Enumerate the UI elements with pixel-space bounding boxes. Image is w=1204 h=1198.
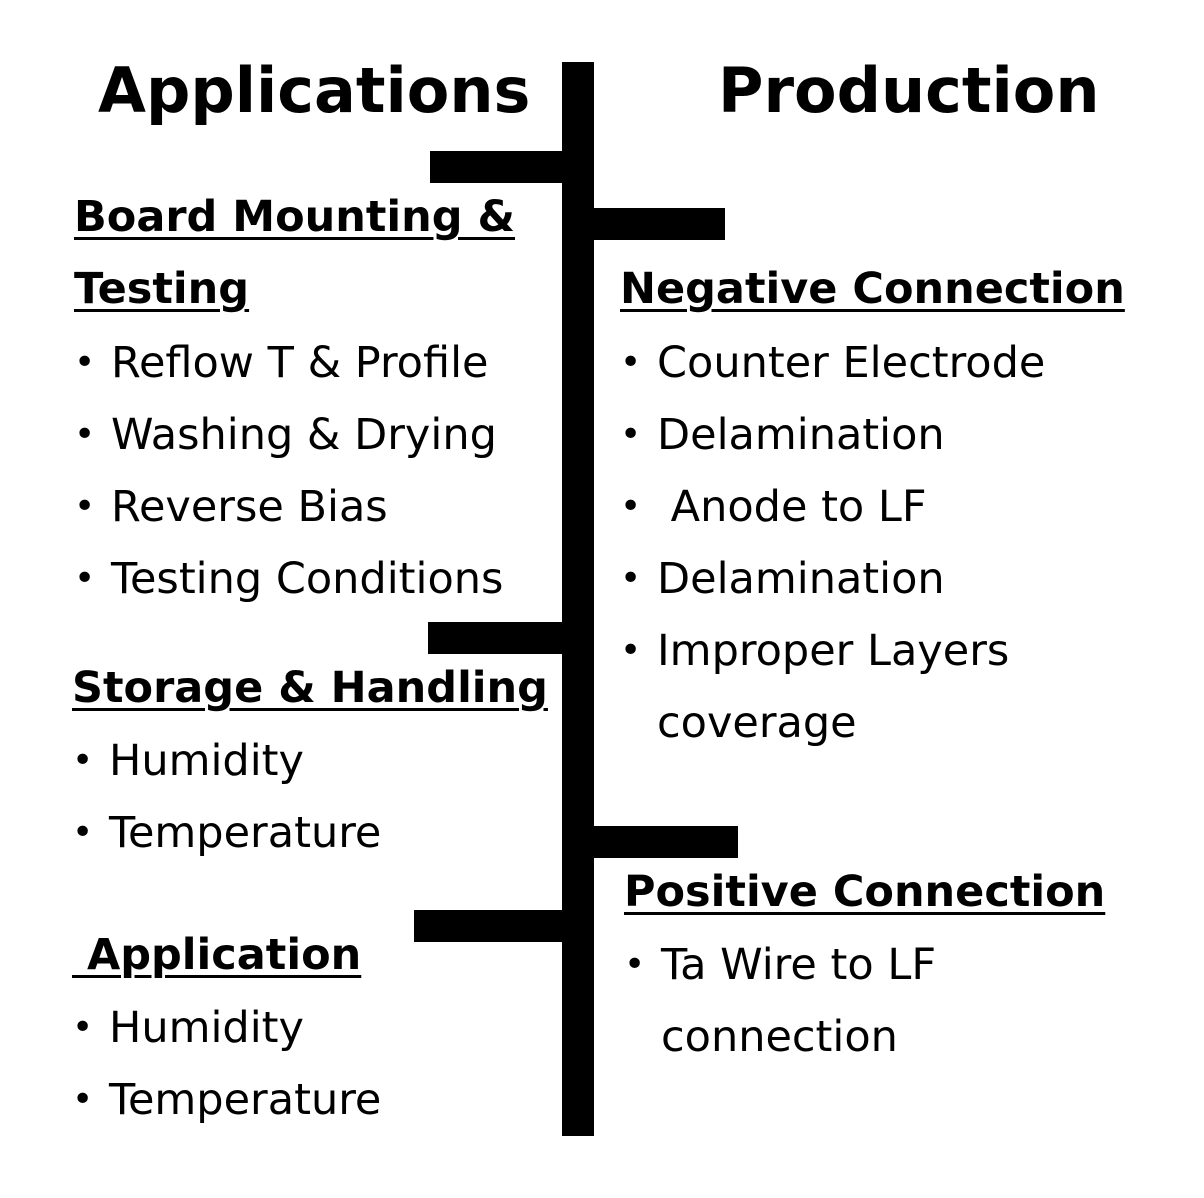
- application-list: •Humidity •Temperature: [72, 992, 381, 1136]
- list-item: •Reverse Bias: [74, 471, 503, 543]
- list-item: •Ta Wire to LF connection: [624, 929, 936, 1073]
- production-title: Production: [718, 54, 1100, 127]
- bullet-icon: •: [72, 812, 94, 853]
- positive-connection-list: •Ta Wire to LF connection: [624, 929, 936, 1073]
- category-application: Application: [72, 919, 361, 991]
- category-title-line: Board Mounting &: [74, 192, 516, 242]
- bullet-icon: •: [624, 944, 646, 985]
- bullet-icon: •: [620, 414, 642, 455]
- list-item: •Temperature: [72, 1064, 381, 1136]
- branch-storage-handling: [428, 622, 570, 654]
- bullet-icon: •: [74, 486, 96, 527]
- bullet-icon: •: [72, 1007, 94, 1048]
- category-board-mounting-testing: Board Mounting & Testing: [74, 181, 515, 325]
- category-title-line: Positive Connection: [624, 867, 1106, 917]
- bullet-icon: •: [74, 558, 96, 599]
- bullet-icon: •: [620, 630, 642, 671]
- bullet-icon: •: [74, 342, 96, 383]
- category-positive-connection: Positive Connection: [624, 856, 1105, 928]
- bullet-icon: •: [620, 486, 642, 527]
- list-item: • Anode to LF: [620, 471, 1045, 543]
- bullet-icon: •: [74, 414, 96, 455]
- category-negative-connection: Negative Connection: [620, 253, 1125, 325]
- bullet-icon: •: [620, 558, 642, 599]
- branch-application: [414, 910, 570, 942]
- list-item: •Delamination: [620, 543, 1045, 615]
- branch-positive-connection: [594, 826, 738, 858]
- list-item: •Delamination: [620, 399, 1045, 471]
- category-title-line: Negative Connection: [620, 264, 1125, 314]
- branch-board-mounting: [430, 151, 570, 183]
- category-title-line: Testing: [74, 264, 250, 314]
- bullet-icon: •: [620, 342, 642, 383]
- list-item: •Temperature: [72, 797, 381, 869]
- list-item: •Reflow T & Profile: [74, 327, 503, 399]
- storage-handling-list: •Humidity •Temperature: [72, 725, 381, 869]
- board-mounting-list: •Reflow T & Profile •Washing & Drying •R…: [74, 327, 503, 615]
- list-item: •Improper Layers coverage: [620, 615, 1045, 759]
- category-title-line: Storage & Handling: [72, 663, 548, 713]
- category-storage-handling: Storage & Handling: [72, 652, 548, 724]
- list-item: •Washing & Drying: [74, 399, 503, 471]
- branch-negative-connection: [590, 208, 725, 240]
- negative-connection-list: •Counter Electrode •Delamination • Anode…: [620, 327, 1045, 759]
- bullet-icon: •: [72, 740, 94, 781]
- list-item: •Counter Electrode: [620, 327, 1045, 399]
- list-item: •Humidity: [72, 992, 381, 1064]
- bullet-icon: •: [72, 1079, 94, 1120]
- category-title-line: Application: [72, 930, 362, 980]
- applications-title: Applications: [98, 54, 531, 127]
- fishbone-spine: [562, 62, 594, 1136]
- list-item: •Testing Conditions: [74, 543, 503, 615]
- list-item: •Humidity: [72, 725, 381, 797]
